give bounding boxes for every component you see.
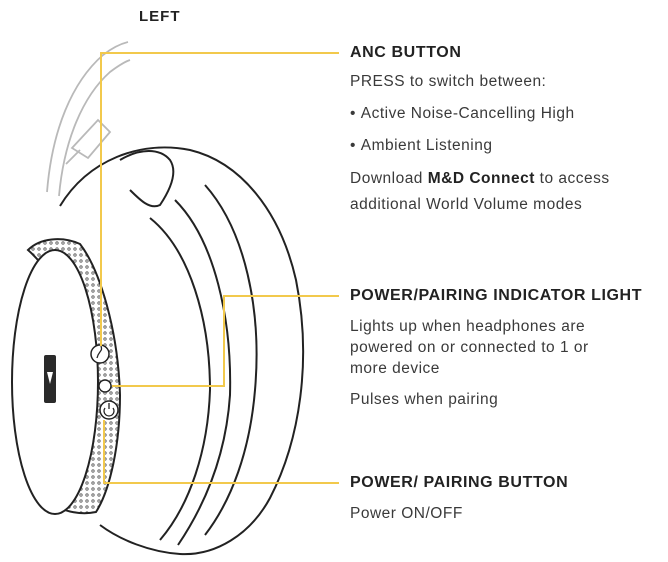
indicator-desc-1: Lights up when headphones are — [350, 318, 586, 335]
power-title: POWER/ PAIRING BUTTON — [350, 474, 569, 491]
headband — [46, 41, 131, 197]
anc-option-2: Ambient Listening — [350, 135, 668, 156]
power-callout: POWER/ PAIRING BUTTON Power ON/OFF — [350, 474, 668, 524]
power-icon — [99, 400, 119, 420]
anc-button-icon — [90, 344, 110, 364]
indicator-light-icon — [98, 379, 112, 393]
indicator-desc-2: powered on or connected to 1 or — [350, 339, 589, 356]
power-desc: Power ON/OFF — [350, 505, 463, 522]
indicator-callout: POWER/PAIRING INDICATOR LIGHT Lights up … — [350, 287, 668, 410]
ear-cushion — [59, 146, 305, 556]
leader-lines — [100, 52, 339, 484]
indicator-desc-3: more device — [350, 360, 440, 377]
anc-title: ANC BUTTON — [350, 44, 462, 61]
anc-download-text: Download M&D Connect to access — [350, 170, 610, 187]
indicator-pulse: Pulses when pairing — [350, 391, 499, 408]
side-label: LEFT — [139, 8, 181, 25]
anc-option-1: Active Noise-Cancelling High — [350, 103, 668, 124]
anc-download-line2: additional World Volume modes — [350, 196, 583, 213]
anc-intro: PRESS to switch between: — [350, 73, 547, 90]
indicator-title: POWER/PAIRING INDICATOR LIGHT — [350, 287, 643, 304]
ear-cup — [11, 238, 122, 515]
anc-callout: ANC BUTTON PRESS to switch between: Acti… — [350, 44, 668, 215]
app-name: M&D Connect — [427, 170, 535, 187]
